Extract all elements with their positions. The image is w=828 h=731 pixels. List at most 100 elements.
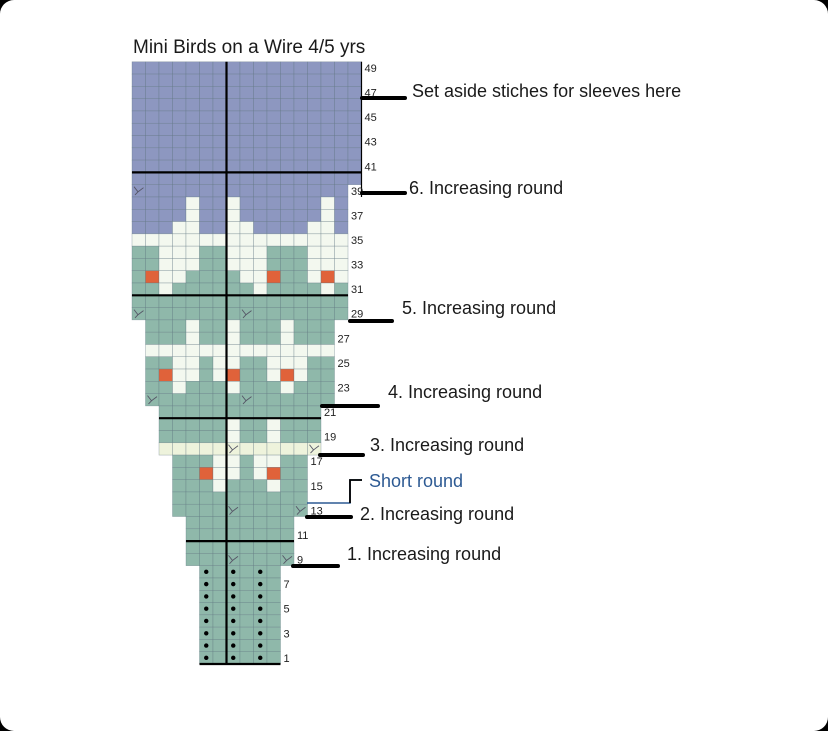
stitch-cell (158, 356, 173, 370)
stitch-cell (239, 147, 254, 161)
stitch-cell (226, 393, 241, 407)
stitch-cell (185, 295, 200, 308)
stitch-cell (253, 172, 268, 185)
stitch-cell (266, 331, 281, 345)
purl-dot-icon (231, 643, 236, 648)
stitch-cell (212, 651, 227, 665)
stitch-cell (185, 442, 200, 456)
stitch-cell (266, 577, 281, 591)
stitch-cell (185, 196, 200, 210)
stitch-cell (226, 184, 241, 198)
stitch-cell (307, 221, 322, 235)
stitch-cell (266, 221, 281, 235)
stitch-cell (158, 221, 173, 235)
stitch-cell (226, 159, 241, 173)
stitch-cell (158, 295, 173, 308)
stitch-cell (280, 122, 295, 136)
increase-y-icon (133, 309, 144, 319)
row-number-label: 43 (365, 137, 377, 149)
stitch-cell (199, 184, 214, 198)
stitch-cell (266, 356, 281, 370)
stitch-cell (185, 110, 200, 124)
stitch-cell (253, 245, 268, 259)
stitch-cell (226, 417, 241, 431)
stitch-cell (280, 282, 295, 296)
stitch-cell (280, 110, 295, 124)
stitch-cell (253, 221, 268, 235)
stitch-cell (320, 270, 335, 284)
stitch-cell (334, 307, 349, 321)
stitch-cell (293, 270, 308, 284)
stitch-cell (145, 61, 160, 75)
stitch-cell (266, 442, 281, 456)
stitch-cell (266, 147, 281, 161)
purl-dot-icon (204, 569, 209, 575)
stitch-cell (185, 282, 200, 296)
stitch-cell (253, 282, 268, 296)
stitch-cell (185, 122, 200, 136)
stitch-cell (199, 344, 214, 357)
stitch-cell (239, 319, 254, 333)
stitch-cell (172, 417, 187, 431)
stitch-cell (266, 295, 281, 308)
increase-y-icon (228, 505, 239, 515)
stitch-cell (131, 98, 146, 112)
stitch-cell (334, 233, 349, 247)
stitch-cell (293, 73, 308, 87)
purl-dot-icon (204, 643, 209, 648)
stitch-cell (334, 184, 349, 198)
stitch-cell (253, 307, 268, 321)
stitch-cell (320, 258, 335, 271)
stitch-cell (158, 307, 173, 321)
stitch-cell (266, 454, 281, 468)
stitch-cell (307, 430, 322, 444)
stitch-cell (347, 61, 362, 75)
stitch-cell (185, 307, 200, 321)
stitch-cell (293, 368, 308, 382)
stitch-cell (145, 98, 160, 112)
stitch-cell (293, 159, 308, 173)
stitch-cell (185, 86, 200, 99)
stitch-cell (212, 319, 227, 333)
stitch-cell (280, 344, 295, 357)
stitch-cell (334, 270, 349, 284)
stitch-cell (185, 221, 200, 235)
purl-dot-icon (231, 631, 236, 636)
stitch-cell (226, 221, 241, 235)
stitch-cell (239, 233, 254, 247)
stitch-cell (239, 639, 254, 652)
stitch-cell (266, 258, 281, 271)
stitch-cell (212, 553, 227, 566)
stitch-cell (158, 270, 173, 284)
purl-dot-icon (258, 631, 263, 636)
stitch-cell (131, 122, 146, 136)
stitch-cell (226, 368, 241, 382)
stitch-cell (334, 196, 349, 210)
stitch-cell (266, 565, 281, 579)
stitch-cell (253, 430, 268, 444)
stitch-cell (347, 110, 362, 124)
stitch-cell (145, 122, 160, 136)
stitch-cell (158, 147, 173, 161)
annotation-increase-1: 1. Increasing round (347, 544, 502, 564)
stitch-cell (320, 233, 335, 247)
stitch-cell (347, 86, 362, 99)
stitch-cell (185, 503, 200, 517)
stitch-cell (212, 147, 227, 161)
stitch-cell (253, 110, 268, 124)
stitch-cell (307, 110, 322, 124)
stitch-cell (172, 98, 187, 112)
row-number-label: 49 (365, 63, 377, 75)
stitch-cell (266, 405, 281, 419)
stitch-cell (239, 626, 254, 640)
stitch-cell (293, 307, 308, 321)
purl-dot-icon (258, 618, 263, 624)
stitch-cell (307, 368, 322, 382)
stitch-cell (212, 491, 227, 505)
stitch-cell (226, 307, 241, 321)
stitch-cell (212, 577, 227, 591)
stitch-cell (293, 344, 308, 357)
stitch-cell (307, 147, 322, 161)
stitch-cell (266, 602, 281, 616)
